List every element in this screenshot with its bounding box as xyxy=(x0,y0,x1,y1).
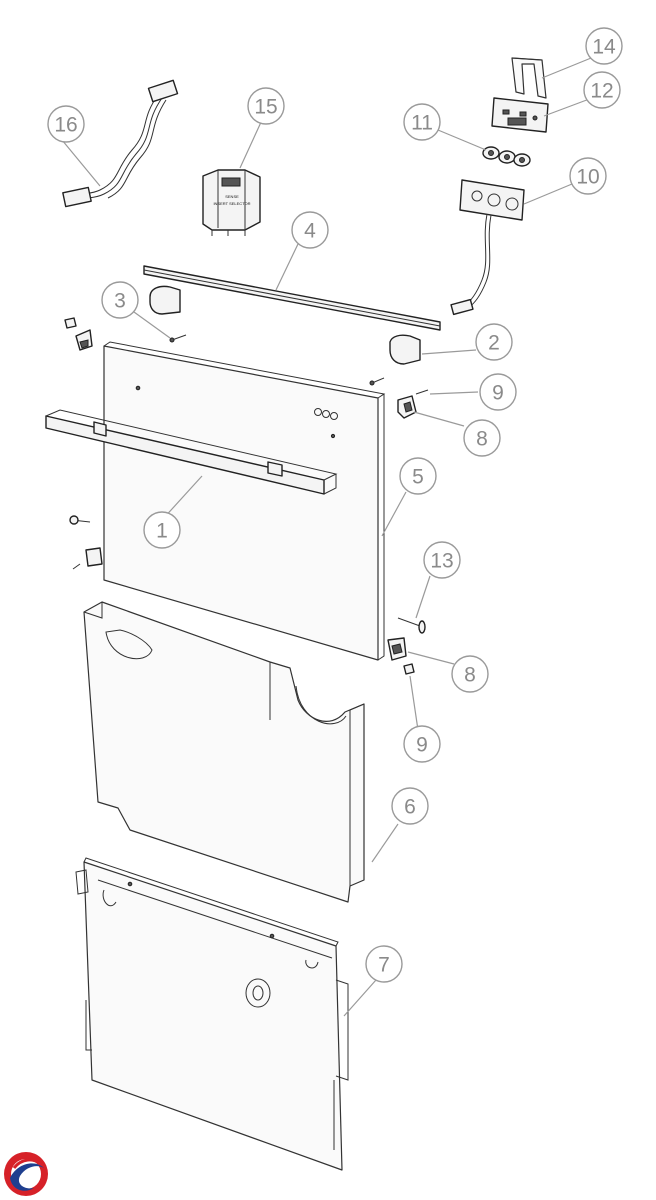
part-hinge-block-top xyxy=(397,395,417,419)
callout-12-label: 12 xyxy=(590,80,613,103)
callout-11-label: 11 xyxy=(411,112,433,135)
callout-6-label: 6 xyxy=(404,796,416,819)
callout-3: 3 xyxy=(101,281,139,319)
callout-4: 4 xyxy=(291,211,329,249)
callout-8-top-label: 8 xyxy=(476,428,488,451)
callout-14: 14 xyxy=(585,27,623,65)
part-trim-strip xyxy=(143,265,441,331)
leader-lines xyxy=(61,55,597,1017)
callout-13-label: 13 xyxy=(430,550,453,573)
callout-8-bottom-label: 8 xyxy=(464,664,476,687)
part-hinge-block-bottom xyxy=(387,637,415,675)
callout-12: 12 xyxy=(583,71,621,109)
part-inner-panel xyxy=(83,601,365,903)
part-wiring-harness xyxy=(62,79,179,208)
callout-10-label: 10 xyxy=(576,166,599,189)
callout-7-label: 7 xyxy=(378,954,390,977)
callout-9-top: 9 xyxy=(479,373,517,411)
part-hinge-clips-left xyxy=(64,317,103,567)
callout-11: 11 xyxy=(403,103,441,141)
callout-3-label: 3 xyxy=(114,290,126,313)
part-handle xyxy=(45,409,338,495)
callout-1: 1 xyxy=(143,511,181,549)
part-switch-module: SENSE INSERT SELECTOR xyxy=(202,169,261,236)
callout-14-label: 14 xyxy=(592,36,616,59)
callout-9-bottom-label: 9 xyxy=(416,734,428,757)
part-pcb-plate xyxy=(491,97,549,133)
switch-label-line2: INSERT SELECTOR xyxy=(213,201,250,206)
brand-logo xyxy=(4,1152,48,1196)
part-end-caps xyxy=(149,285,421,365)
callout-16: 16 xyxy=(47,105,85,143)
part-control-panel xyxy=(450,179,525,316)
callout-16-label: 16 xyxy=(54,114,77,137)
part-knobs xyxy=(482,146,531,167)
part-screws-small xyxy=(72,334,429,570)
callout-5: 5 xyxy=(399,457,437,495)
callout-5-label: 5 xyxy=(412,466,424,489)
callout-15: 15 xyxy=(247,87,285,125)
callout-15-label: 15 xyxy=(254,96,277,119)
part-long-screw xyxy=(397,617,426,634)
callout-6: 6 xyxy=(391,787,429,825)
callout-9-bottom: 9 xyxy=(403,725,441,763)
callout-9-top-label: 9 xyxy=(492,382,504,405)
callout-4-label: 4 xyxy=(304,220,316,243)
switch-label-line1: SENSE xyxy=(225,194,239,199)
part-inner-liner xyxy=(75,857,349,1171)
callout-8-bottom: 8 xyxy=(451,655,489,693)
callout-13: 13 xyxy=(423,541,461,579)
callout-2: 2 xyxy=(475,323,513,361)
part-bracket xyxy=(511,57,547,99)
callout-8-top: 8 xyxy=(463,419,501,457)
callout-10: 10 xyxy=(569,157,607,195)
callout-1-label: 1 xyxy=(156,520,168,543)
part-door-front-panel xyxy=(103,341,386,661)
callout-7: 7 xyxy=(365,945,403,983)
callout-2-label: 2 xyxy=(488,332,500,355)
